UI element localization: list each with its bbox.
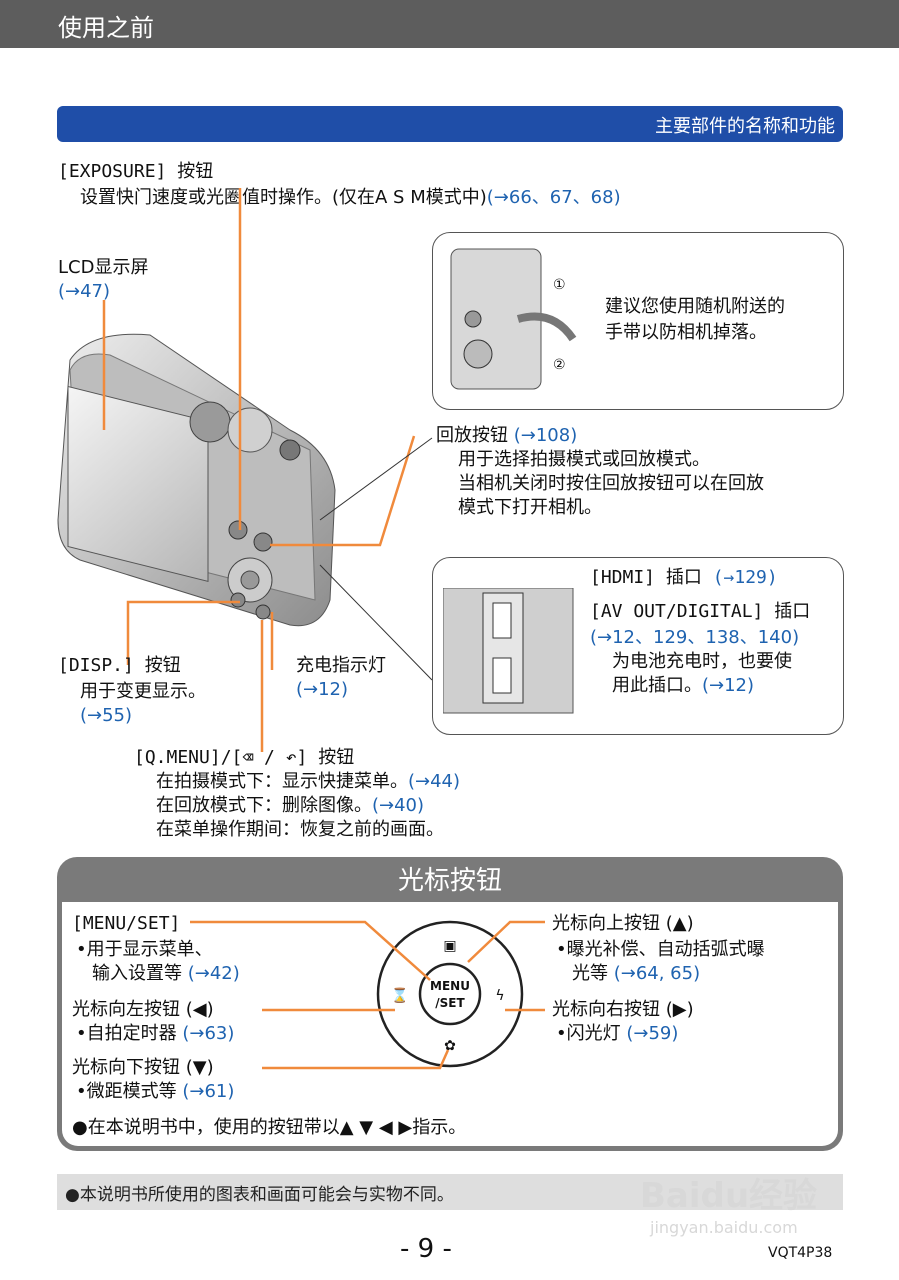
watermark-brand: Baidu经验: [640, 1176, 818, 1216]
cursor-up-line1: •曝光补偿、自动括弧式曝: [556, 939, 765, 960]
page-header-title: 使用之前: [58, 14, 154, 42]
cursor-down-line: •微距模式等 (→61): [76, 1080, 234, 1104]
cursor-left-label: 光标向左按钮 (◀): [72, 999, 214, 1020]
exposure-desc-text: 设置快门速度或光圈值时操作。(仅在A S M模式中): [80, 187, 487, 208]
cursor-down-text: •微距模式等: [76, 1081, 177, 1102]
header-bar: 使用之前: [0, 0, 899, 48]
playback-label: 回放按钮 (→108): [436, 424, 577, 448]
qmenu-line1: 在拍摄模式下：显示快捷菜单。(→44): [156, 770, 460, 794]
baidu-watermark: Baidu经验 jingyan.baidu.com: [640, 1148, 850, 1258]
menuset-line1: •用于显示菜单、: [76, 939, 213, 960]
cursor-down-ref: (→61): [182, 1081, 235, 1102]
cursor-note: ●在本说明书中，使用的按钮带以▲ ▼ ◀ ▶指示。: [72, 1117, 467, 1138]
avout-line2-text: 用此插口。: [612, 675, 702, 696]
lcd-label: LCD显示屏: [58, 257, 149, 278]
playback-line1: 用于选择拍摄模式或回放模式。: [458, 449, 710, 470]
qmenu-line3: 在菜单操作期间：恢复之前的画面。: [156, 819, 444, 840]
watermark-url: jingyan.baidu.com: [650, 1218, 798, 1237]
qmenu-label: [Q.MENU]/[⌫ / ↶] 按钮: [134, 747, 355, 768]
disp-ref: (→55): [80, 705, 133, 726]
charge-ref: (→12): [296, 679, 349, 700]
cursor-up-line2: 光等 (→64, 65): [572, 962, 700, 986]
svg-text:⌛: ⌛: [391, 987, 408, 1004]
model-code: VQT4P38: [768, 1245, 833, 1261]
avout-line1: 为电池充电时，也要使: [612, 651, 792, 672]
cursor-right-ref: (→59): [626, 1023, 679, 1044]
hdmi-ref: (→129): [712, 567, 778, 588]
svg-text:/SET: /SET: [435, 996, 465, 1010]
menuset-ref: (→42): [187, 963, 240, 984]
qmenu-line2-ref: (→40): [372, 795, 425, 816]
ports-illustration: [443, 588, 574, 714]
cursor-down-label: 光标向下按钮 (▼): [72, 1057, 214, 1078]
charge-label: 充电指示灯: [296, 655, 386, 676]
disp-label: [DISP.] 按钮: [58, 655, 181, 676]
menuset-line2: 输入设置等 (→42): [92, 962, 240, 986]
qmenu-line2-text: 在回放模式下：删除图像。: [156, 795, 372, 816]
strap-line1: 建议您使用随机附送的: [605, 296, 785, 317]
hdmi-name: [HDMI] 插口: [590, 567, 702, 588]
cursor-up-text: 光等: [572, 963, 608, 984]
avout-label: [AV OUT/DIGITAL] 插口: [590, 601, 811, 622]
page-number: - 9 -: [400, 1234, 452, 1264]
hdmi-label: [HDMI] 插口 (→129): [590, 566, 778, 590]
svg-text:MENU: MENU: [430, 979, 470, 993]
qmenu-line1-text: 在拍摄模式下：显示快捷菜单。: [156, 771, 408, 792]
strap-line2: 手带以防相机掉落。: [605, 322, 767, 343]
qmenu-line1-ref: (→44): [408, 771, 461, 792]
cursor-right-line: •闪光灯 (→59): [556, 1022, 678, 1046]
strap-callout: ① ② 建议您使用随机附送的 手带以防相机掉落。: [432, 232, 844, 410]
exposure-desc: 设置快门速度或光圈值时操作。(仅在A S M模式中)(→66、67、68): [80, 186, 621, 210]
section-title: 主要部件的名称和功能: [655, 116, 835, 137]
avout-line2-ref: (→12): [702, 675, 755, 696]
svg-text:①: ①: [553, 277, 566, 293]
cursor-right-text: •闪光灯: [556, 1023, 621, 1044]
cursor-left-text: •自拍定时器: [76, 1023, 177, 1044]
cursor-up-label: 光标向上按钮 (▲): [552, 913, 694, 934]
exposure-button-label: [EXPOSURE] 按钮: [58, 161, 214, 182]
svg-text:✿: ✿: [444, 1038, 456, 1054]
camera-illustration: [57, 333, 336, 627]
footer-note-text: ●本说明书所使用的图表和画面可能会与实物不同。: [65, 1185, 454, 1205]
disp-desc: 用于变更显示。: [80, 681, 206, 702]
exposure-ref: (→66、67、68): [486, 187, 621, 208]
camera-side-illustration: ① ②: [450, 248, 577, 390]
svg-text:▣: ▣: [443, 938, 456, 954]
playback-line2: 当相机关闭时按住回放按钮可以在回放: [458, 473, 764, 494]
menuset-line2-text: 输入设置等: [92, 963, 182, 984]
footer-note-bar: ●本说明书所使用的图表和画面可能会与实物不同。: [57, 1174, 843, 1210]
cursor-right-label: 光标向右按钮 (▶): [552, 999, 694, 1020]
cursor-leader-lines: [190, 920, 545, 1070]
cursor-up-ref: (→64, 65): [613, 963, 701, 984]
playback-name: 回放按钮: [436, 425, 508, 446]
avout-line2: 用此插口。(→12): [612, 674, 754, 698]
cursor-left-ref: (→63): [182, 1023, 235, 1044]
cursor-section-title: 光标按钮: [397, 866, 502, 896]
svg-text:ϟ: ϟ: [495, 988, 504, 1004]
avout-ref: (→12、129、138、140): [590, 627, 800, 648]
qmenu-line2: 在回放模式下：删除图像。(→40): [156, 794, 424, 818]
playback-ref: (→108): [513, 425, 578, 446]
playback-line3: 模式下打开相机。: [458, 497, 602, 518]
lcd-ref: (→47): [58, 281, 111, 302]
ports-callout: [432, 557, 844, 735]
cursor-left-line: •自拍定时器 (→63): [76, 1022, 234, 1046]
section-title-bar: 主要部件的名称和功能: [57, 106, 843, 142]
cursor-dial: MENU /SET ▣ ✿ ⌛ ϟ: [376, 920, 524, 1068]
menuset-label: [MENU/SET]: [72, 913, 181, 934]
svg-text:②: ②: [553, 357, 566, 373]
